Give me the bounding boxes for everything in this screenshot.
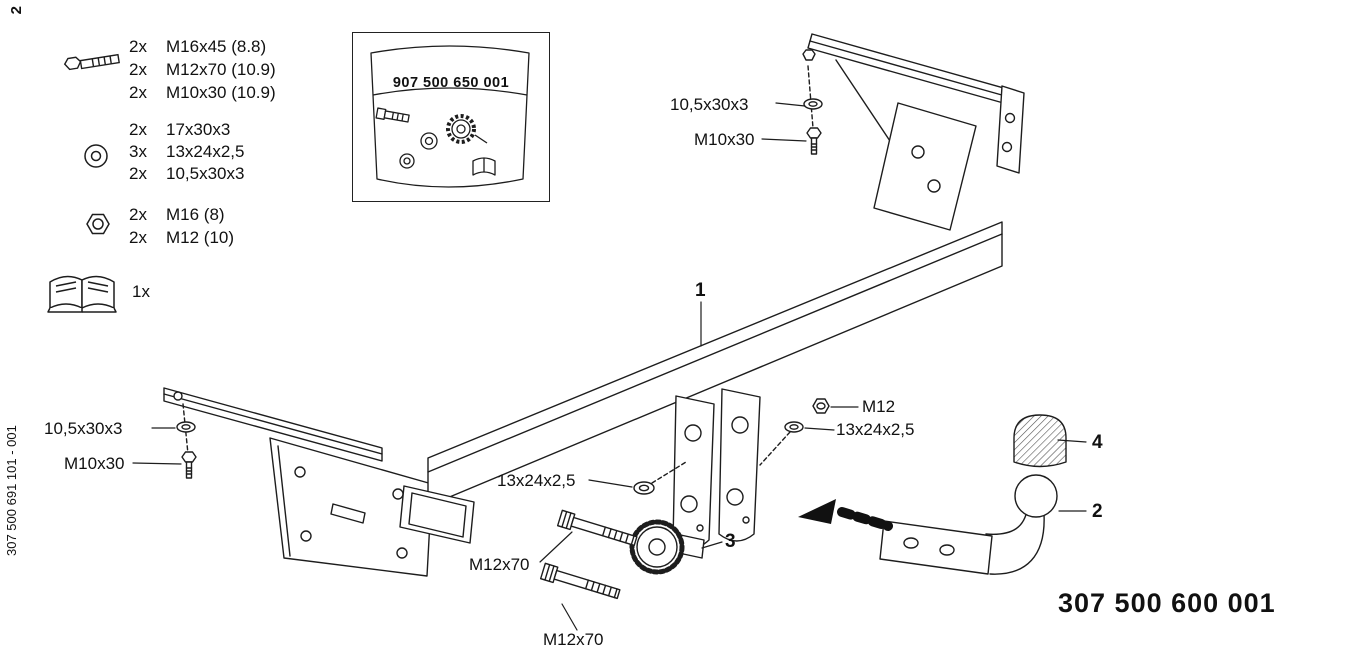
leader-lines: [132, 102, 1087, 631]
page-number: 2: [8, 6, 25, 15]
kit-inset-drawing: [370, 45, 530, 188]
parts-list-bolts: 2x M16x45 (8.8) 2x M12x70 (10.9) 2x M10x…: [129, 35, 276, 104]
callout-nut-m12: M12: [862, 397, 896, 416]
manual-qty: 1x: [132, 282, 150, 301]
centre-hardware: [633, 398, 830, 495]
left-side-member: [163, 387, 433, 577]
part-spec: M12 (10): [166, 227, 235, 247]
parts-row: 2x M10x30 (10.9): [129, 81, 276, 104]
callout-item-4: 4: [1092, 432, 1103, 453]
callout-bolt-front: M12x70: [469, 555, 530, 574]
kit-part-number: 907 500 650 001: [392, 75, 510, 91]
parts-row: 2x M16x45 (8.8): [129, 35, 276, 58]
bolt-m12x70-rear: [539, 562, 622, 603]
tow-ball: [879, 474, 1058, 575]
parts-list-nuts: 2x M16 (8) 2x M12 (10): [129, 203, 234, 249]
part-spec: M12x70 (10.9): [166, 59, 276, 79]
manual-icon: [47, 275, 117, 313]
washer-icon: [84, 144, 108, 168]
kit-inset-box: 907 500 650 001: [352, 32, 550, 202]
mounting-tabs: [672, 388, 761, 550]
receiver-opening: [399, 485, 475, 544]
callout-left-bolt: M10x30: [64, 454, 125, 473]
bolt-m12x70-front: [556, 509, 639, 550]
right-side-member: [802, 33, 1025, 231]
main-part-number: 307 500 600 001: [1058, 588, 1276, 618]
part-spec: 10,5x30x3: [166, 164, 245, 183]
parts-row: 3x 13x24x2,5: [129, 141, 244, 163]
toothed-plate: [629, 519, 705, 575]
callout-top-bolt: M10x30: [694, 130, 755, 149]
part-qty: 3x: [129, 142, 147, 161]
part-qty: 2x: [129, 36, 147, 56]
parts-list-washers: 2x 17x30x3 3x 13x24x2,5 2x 10,5x30x3: [129, 119, 244, 185]
callout-right-washer: 13x24x2,5: [836, 420, 915, 439]
part-spec: 17x30x3: [166, 120, 231, 139]
part-qty: 2x: [129, 120, 147, 139]
part-qty: 2x: [129, 59, 147, 79]
nut-icon: [86, 213, 110, 235]
callout-mid-washer: 13x24x2,5: [497, 471, 576, 490]
callout-top-washer: 10,5x30x3: [670, 95, 749, 114]
part-spec: 13x24x2,5: [166, 142, 245, 161]
part-spec: M16x45 (8.8): [166, 36, 267, 56]
callout-bolt-rear: M12x70: [543, 630, 604, 649]
callout-item-2: 2: [1092, 501, 1103, 522]
crossbar: [427, 221, 1003, 507]
ball-cover-cap: [1013, 414, 1067, 468]
part-qty: 2x: [129, 164, 147, 183]
document-code: 307 500 691 101 - 001: [4, 425, 19, 556]
bolt-icon: [63, 53, 120, 71]
parts-row: 2x M12x70 (10.9): [129, 58, 276, 81]
callout-item-1: 1: [695, 280, 706, 301]
part-spec: M16 (8): [166, 204, 225, 224]
part-qty: 2x: [129, 82, 147, 102]
parts-row: 2x M12 (10): [129, 226, 234, 249]
left-hardware: [176, 403, 197, 479]
part-qty: 2x: [129, 227, 147, 247]
parts-row: 2x M16 (8): [129, 203, 234, 226]
callout-item-3: 3: [725, 531, 736, 552]
part-qty: 2x: [129, 204, 147, 224]
parts-row: 2x 17x30x3: [129, 119, 244, 141]
direction-arrow-icon: [798, 499, 893, 531]
top-right-hardware: [803, 65, 823, 155]
callout-left-washer: 10,5x30x3: [44, 419, 123, 438]
part-spec: M10x30 (10.9): [166, 82, 276, 102]
parts-row: 2x 10,5x30x3: [129, 163, 244, 185]
